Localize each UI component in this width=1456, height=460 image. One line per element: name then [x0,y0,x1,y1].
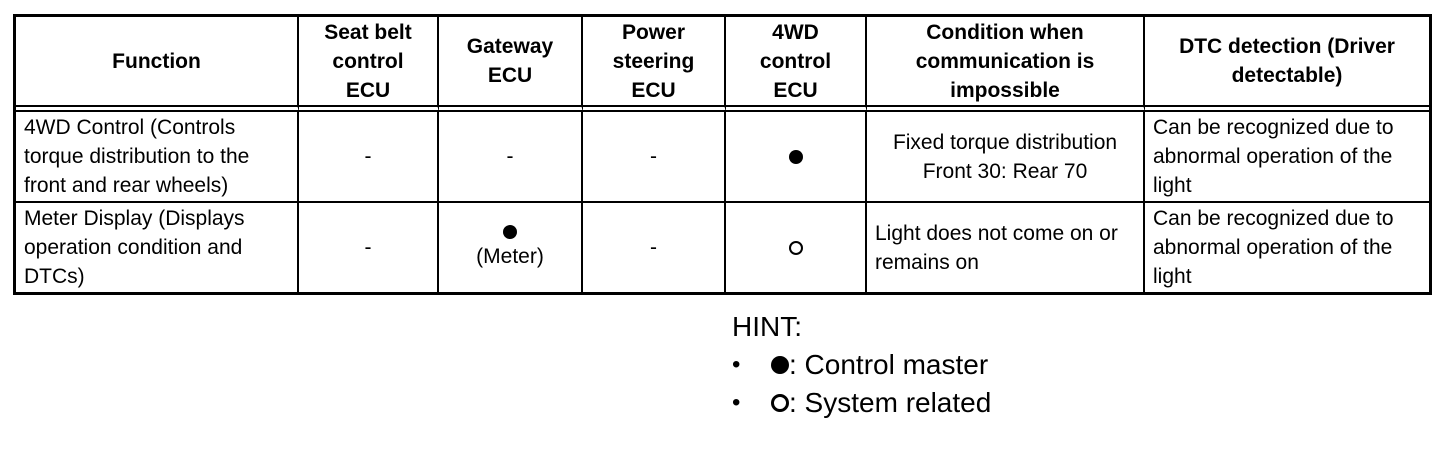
power-steering-ecu-cell: - [583,112,726,203]
hint-item-control-master: • : Control master [732,346,991,384]
condition-cell: Fixed torque distribution Front 30: Rear… [867,112,1145,203]
function-cell: 4WD Control (Controls torque distributio… [16,112,299,203]
table-row-4wd-control: 4WD Control (Controls torque distributio… [16,112,1429,203]
column-header-function: Function [16,17,299,112]
ecu-function-table: Function Seat belt control ECU Gateway E… [13,14,1432,295]
gateway-meter-note: (Meter) [476,244,544,268]
dtc-detection-cell: Can be recognized due to abnormal operat… [1153,207,1394,288]
column-header-condition: Condition when communication is impossib… [867,17,1145,112]
hint-item-label: : Control master [789,349,989,380]
hint-section: HINT: • : Control master • : System rela… [732,308,991,422]
function-cell: Meter Display (Displays operation condit… [16,203,299,292]
seat-belt-ecu-cell: - [299,203,439,292]
control-master-icon [771,356,789,374]
table-header-row: Function Seat belt control ECU Gateway E… [16,17,1429,112]
table-row-meter-display: Meter Display (Displays operation condit… [16,203,1429,292]
column-header-seat-belt-ecu: Seat belt control ECU [299,17,439,112]
bullet-icon: • [732,351,741,378]
bullet-icon: • [732,389,741,416]
4wd-control-ecu-cell [726,203,867,292]
4wd-control-ecu-cell [726,112,867,203]
system-related-icon [771,394,789,412]
gateway-ecu-cell: (Meter) [439,203,583,292]
control-master-icon [788,149,803,164]
hint-title: HINT: [732,311,802,342]
power-steering-ecu-cell: - [583,203,726,292]
column-header-dtc-detection: DTC detection (Driver detectable) [1145,17,1429,112]
hint-item-system-related: • : System related [732,384,991,422]
column-header-power-steering-ecu: Power steering ECU [583,17,726,112]
seat-belt-ecu-cell: - [299,112,439,203]
control-master-icon [503,224,517,239]
system-related-icon [788,240,803,255]
dtc-detection-cell: Can be recognized due to abnormal operat… [1145,112,1429,203]
gateway-ecu-cell: - [439,112,583,203]
hint-item-label: : System related [789,387,992,418]
column-header-gateway-ecu: Gateway ECU [439,17,583,112]
column-header-4wd-control-ecu: 4WD control ECU [726,17,867,112]
condition-cell: Light does not come on or remains on [867,203,1145,292]
